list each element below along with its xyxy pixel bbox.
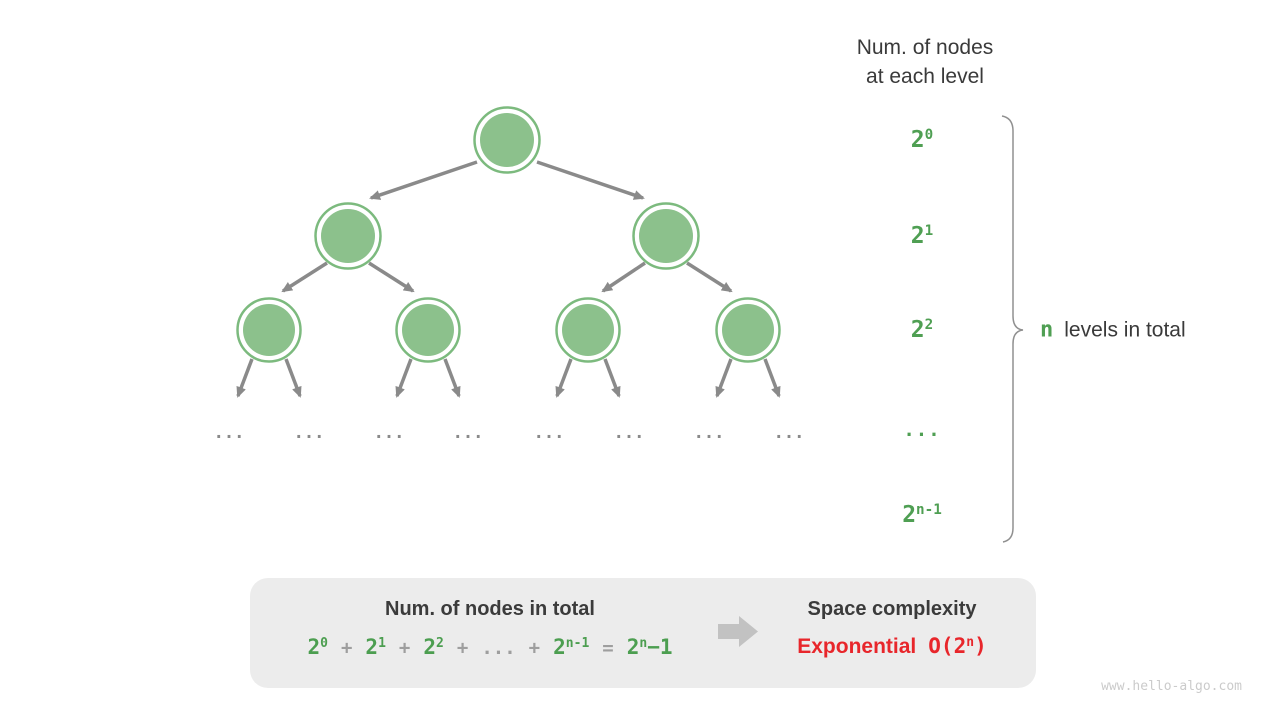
- big-o-notation: O(2n): [928, 634, 987, 658]
- tree-edge: [536, 160, 645, 200]
- tree-node: [395, 297, 461, 363]
- levels-total-text: levels in total: [1064, 318, 1186, 342]
- space-complexity-value: Exponential O(2n): [764, 634, 1020, 659]
- space-complexity-title: Space complexity: [807, 598, 977, 620]
- space-complexity-section: Space complexity Exponential O(2n): [764, 578, 1020, 688]
- formula-result: 2n−1: [626, 635, 673, 659]
- tree-node: [555, 297, 621, 363]
- tree-edge: [763, 358, 781, 398]
- tree-node-root: [473, 106, 541, 174]
- level-count-label: 22: [910, 317, 934, 343]
- tree-ellipsis: ...: [373, 423, 405, 443]
- bottom-summary-box: Num. of nodes in total 20 + 21 + 22 + ..…: [250, 578, 1036, 688]
- level-count-label: 2n-1: [902, 502, 942, 528]
- tree-ellipsis: ...: [613, 423, 645, 443]
- tree-edge: [236, 358, 254, 398]
- level-count-ellipsis: ...: [903, 419, 941, 441]
- tree-edge: [284, 358, 302, 398]
- tree-edge: [395, 358, 413, 398]
- tree-node: [314, 202, 382, 270]
- formula-term: 2n-1: [553, 635, 590, 659]
- level-count-header: Num. of nodes at each level: [808, 33, 1042, 91]
- tree-edge: [281, 261, 328, 293]
- tree-ellipsis: ...: [693, 423, 725, 443]
- total-nodes-title: Num. of nodes in total: [385, 598, 595, 620]
- header-line-2: at each level: [866, 65, 984, 88]
- tree-node: [715, 297, 781, 363]
- formula-ellipsis: ...: [481, 637, 516, 659]
- total-nodes-formula: 20 + 21 + 22 + ... + 2n-1 = 2n−1: [266, 635, 714, 659]
- formula-term: 21: [365, 635, 386, 659]
- formula-operator: +: [340, 637, 353, 659]
- tree-node: [632, 202, 700, 270]
- formula-operator: +: [528, 637, 541, 659]
- levels-total-label: n levels in total: [1040, 318, 1186, 343]
- total-nodes-section: Num. of nodes in total 20 + 21 + 22 + ..…: [266, 578, 714, 688]
- tree-edge: [369, 160, 478, 200]
- formula-term: 22: [423, 635, 444, 659]
- tree-ellipsis: ...: [773, 423, 805, 443]
- tree-edge: [686, 261, 733, 293]
- formula-equals: =: [602, 637, 614, 659]
- tree-nodes: [236, 106, 781, 363]
- levels-brace: [1001, 115, 1024, 543]
- tree-ellipsis: ...: [293, 423, 325, 443]
- tree-edge: [715, 358, 733, 398]
- tree-edge: [603, 358, 621, 398]
- tree-edge: [601, 261, 646, 293]
- formula-operator: +: [398, 637, 411, 659]
- level-count-label: 20: [910, 127, 934, 153]
- formula-term: 20: [307, 635, 328, 659]
- tree-edges: [236, 160, 781, 398]
- header-line-1: Num. of nodes: [856, 36, 994, 59]
- n-symbol: n: [1040, 317, 1054, 343]
- tree-edge: [368, 261, 415, 293]
- tree-ellipsis: ...: [452, 423, 484, 443]
- tree-ellipsis: ...: [533, 423, 565, 443]
- tree-ellipsis: ...: [213, 423, 245, 443]
- formula-operator: +: [456, 637, 469, 659]
- level-count-label: 21: [910, 223, 934, 249]
- complexity-class-label: Exponential: [797, 635, 917, 658]
- tree-edge: [443, 358, 461, 398]
- tree-node: [236, 297, 302, 363]
- tree-edge: [555, 358, 573, 398]
- watermark: www.hello-algo.com: [1101, 679, 1242, 694]
